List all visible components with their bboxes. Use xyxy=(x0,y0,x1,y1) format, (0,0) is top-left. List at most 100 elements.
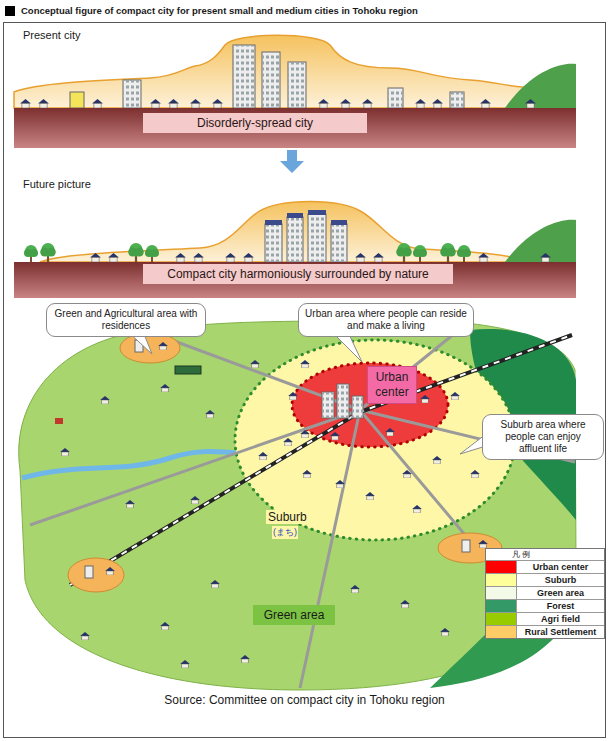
house-icon xyxy=(210,580,220,588)
figure-frame xyxy=(4,23,606,738)
scene-band: Disorderly-spread city xyxy=(143,113,367,133)
figure-title: Conceptual figure of compact city for pr… xyxy=(21,5,418,16)
house-icon xyxy=(350,585,360,593)
zone-name: Suburb xyxy=(266,510,309,524)
node-text: Compact city harmoniously surrounded by … xyxy=(167,267,428,281)
house-icon xyxy=(175,253,186,262)
legend-row: Green area xyxy=(486,586,604,599)
house-icon xyxy=(335,480,345,488)
node-text: Urban center xyxy=(370,370,414,400)
city-silhouette xyxy=(40,202,525,263)
urban-center-region xyxy=(292,363,448,447)
buildings xyxy=(70,45,464,108)
title-bullet xyxy=(5,6,15,16)
ground-bar xyxy=(14,108,576,148)
callout-bubble: Green and Agricultural area with residen… xyxy=(46,303,206,337)
house-icon xyxy=(330,432,340,440)
house-icon xyxy=(340,99,351,108)
legend-swatch xyxy=(486,626,517,638)
node-text: Green and Agricultural area with residen… xyxy=(53,308,199,332)
tree-icon xyxy=(145,245,159,262)
tree-icon xyxy=(440,243,456,262)
house-icon xyxy=(180,660,190,668)
house-icon xyxy=(225,253,236,262)
house-icon xyxy=(400,600,410,608)
house-icon xyxy=(540,253,551,262)
house-icon xyxy=(355,253,366,262)
legend-row: Urban center xyxy=(486,560,604,573)
house-icon xyxy=(480,99,491,108)
house-icon xyxy=(283,438,293,446)
house-icon xyxy=(90,253,101,262)
legend-row: Rural Settlement xyxy=(486,625,604,638)
legend-swatch xyxy=(486,600,517,612)
legend-text: Green area xyxy=(517,587,604,599)
car-icon xyxy=(55,418,63,424)
house-icon xyxy=(250,360,260,368)
house-icon xyxy=(190,496,200,504)
house-icon xyxy=(302,470,312,478)
house-icon xyxy=(450,392,460,400)
house-icon xyxy=(60,448,70,456)
house-icon xyxy=(373,253,384,262)
legend-text: Rural Settlement xyxy=(517,626,604,638)
house-icon xyxy=(205,410,215,418)
house-icon xyxy=(470,470,480,478)
green-area-region xyxy=(19,320,576,690)
tree-icon xyxy=(413,245,427,262)
legend-swatch xyxy=(486,587,517,599)
house-icon xyxy=(432,99,443,108)
rural-settlements xyxy=(68,333,502,592)
house-icon xyxy=(432,456,442,464)
legend-text: Suburb xyxy=(517,574,604,586)
house-icon xyxy=(402,470,412,478)
house-icon xyxy=(80,632,90,640)
house-icon xyxy=(362,99,373,108)
callout-tails xyxy=(125,329,486,454)
tree-icon xyxy=(128,243,144,262)
transition-arrow xyxy=(280,150,304,173)
legend-swatch xyxy=(486,574,517,586)
house-icon xyxy=(440,628,450,636)
zone-label-box: Urban center xyxy=(367,366,417,404)
house-icon xyxy=(158,342,168,350)
ground-bar xyxy=(14,262,576,298)
house-icon xyxy=(38,99,49,108)
present-city-skyline xyxy=(14,35,576,148)
node-text: Disorderly-spread city xyxy=(197,116,313,130)
callout-bubble: Suburb area where people can enjoy afflu… xyxy=(482,414,604,460)
zone-reading: (まち) xyxy=(272,526,298,539)
legend-swatch xyxy=(486,561,517,573)
node-text: Urban area where people can reside and m… xyxy=(305,308,467,332)
house-icon xyxy=(412,505,422,513)
house-icon xyxy=(125,500,135,508)
houses xyxy=(60,342,488,668)
house-icon xyxy=(365,492,375,500)
trees xyxy=(24,243,471,262)
house-icon xyxy=(318,99,329,108)
house-icon xyxy=(20,99,31,108)
city-map xyxy=(19,320,576,690)
legend-row: Suburb xyxy=(486,573,604,586)
house-icon xyxy=(288,392,298,400)
house-icon xyxy=(190,99,201,108)
scene-band: Compact city harmoniously surrounded by … xyxy=(143,264,453,284)
callout-bubble: Urban area where people can reside and m… xyxy=(298,303,474,337)
legend-row: Agri field xyxy=(486,612,604,625)
legend-text: Forest xyxy=(517,600,604,612)
scene-heading: Future picture xyxy=(23,178,91,190)
roads xyxy=(30,321,575,688)
green-hill xyxy=(505,220,576,262)
legend-heading: 凡 例 xyxy=(486,549,604,560)
tree-icon xyxy=(24,245,38,262)
house-icon xyxy=(212,99,223,108)
house-icon xyxy=(300,360,310,368)
tree-icon xyxy=(457,245,471,262)
node-text: Suburb area where people can enjoy afflu… xyxy=(489,419,597,455)
houses xyxy=(20,99,536,108)
house-icon xyxy=(193,253,204,262)
house-icon xyxy=(160,622,170,630)
legend-swatch xyxy=(486,613,517,625)
tree-icon xyxy=(396,243,412,262)
